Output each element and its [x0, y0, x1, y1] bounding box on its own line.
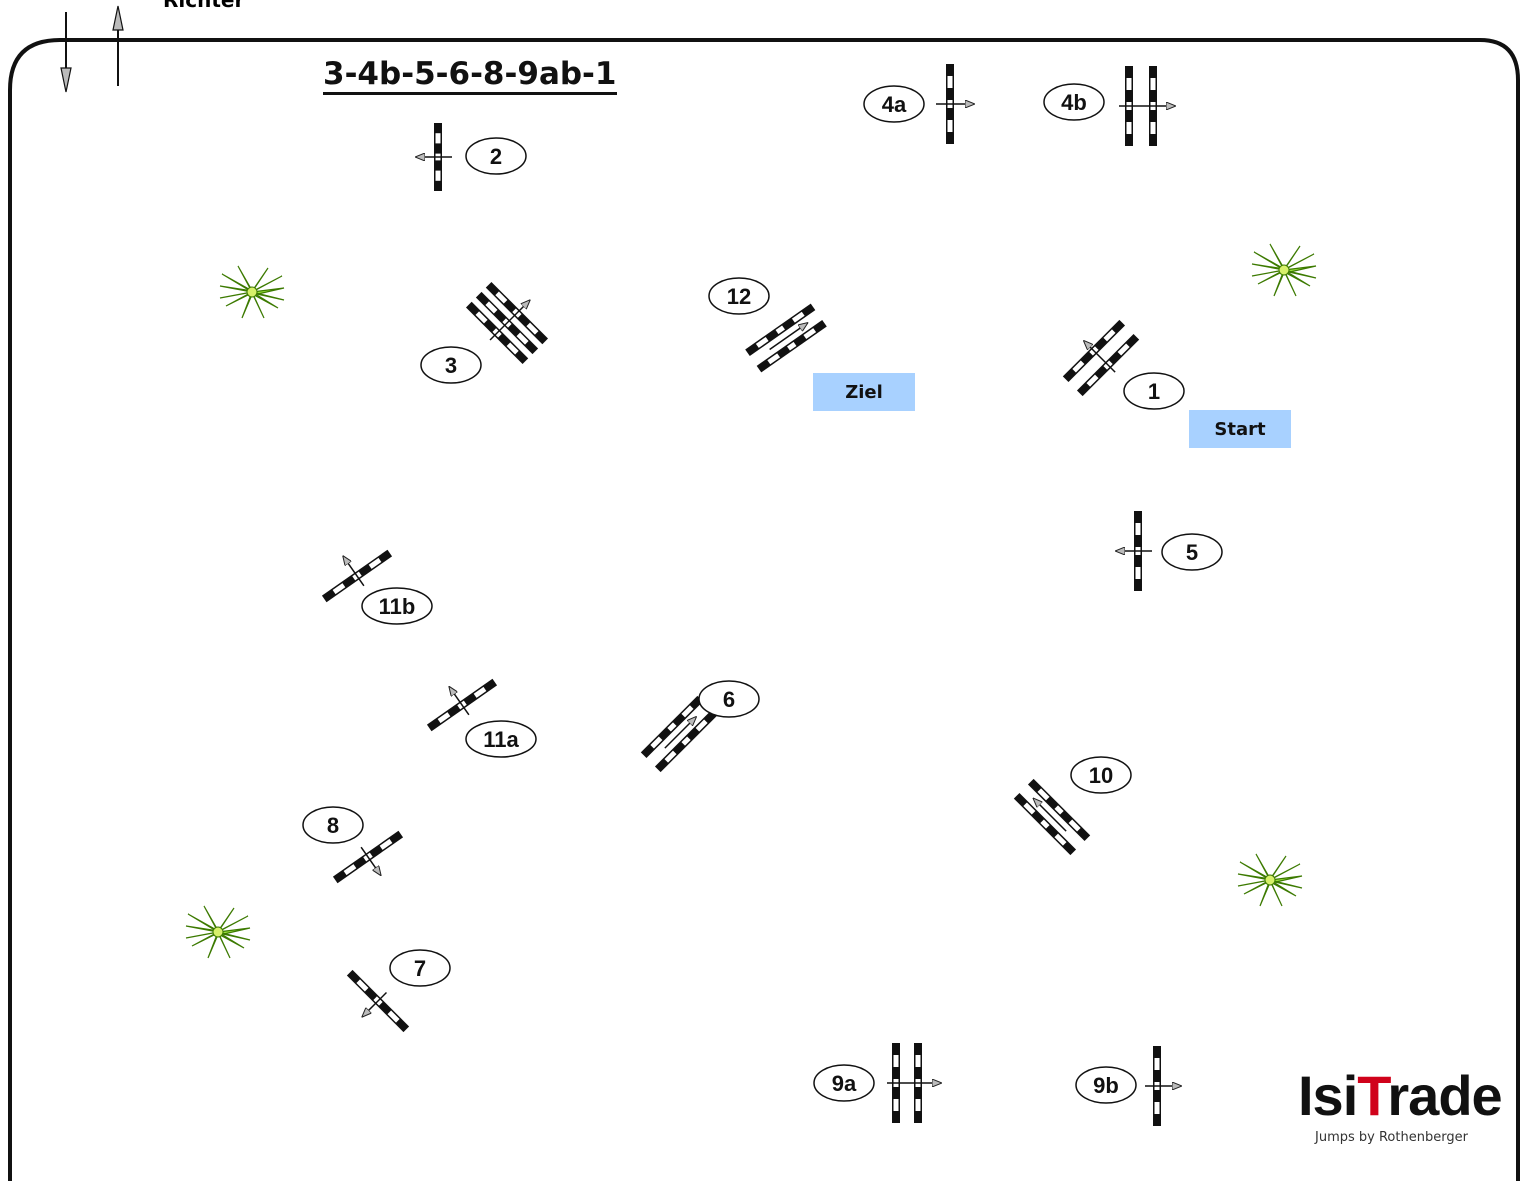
obstacle-9b-icon [1145, 1046, 1181, 1126]
svg-text:12: 12 [727, 284, 751, 309]
obstacle-label-5: 5 [1161, 533, 1223, 571]
svg-text:4a: 4a [882, 92, 907, 117]
svg-text:11b: 11b [379, 594, 416, 619]
svg-text:10: 10 [1089, 763, 1113, 788]
obstacle-8-icon [332, 830, 404, 884]
obstacle-11a-icon [426, 678, 498, 732]
svg-text:2: 2 [490, 144, 502, 169]
svg-text:3: 3 [445, 353, 457, 378]
brand-tagline: Jumps by Rothenberger [1315, 1130, 1468, 1145]
svg-text:8: 8 [327, 813, 339, 838]
plant-icon [1237, 853, 1303, 907]
obstacle-6-icon [640, 695, 718, 773]
svg-text:11a: 11a [483, 727, 519, 752]
obstacle-label-6: 6 [698, 680, 760, 718]
course-title: 3-4b-5-6-8-9ab-1 [323, 56, 617, 95]
plant-icon [1251, 243, 1317, 297]
obstacle-3-icon [465, 281, 549, 365]
obstacle-5-icon [1116, 511, 1152, 591]
judge-label: Richter [163, 0, 245, 12]
finish-label: Ziel [813, 373, 915, 411]
svg-text:4b: 4b [1061, 90, 1087, 115]
obstacle-label-9b: 9b [1075, 1066, 1137, 1104]
obstacle-2-icon [416, 123, 452, 191]
obstacle-label-1: 1 [1123, 372, 1185, 410]
obstacle-label-7: 7 [389, 949, 451, 987]
obstacle-4a-icon [936, 64, 974, 144]
plant-icon [219, 265, 285, 319]
obstacle-label-11a: 11a [465, 720, 537, 758]
svg-text:5: 5 [1186, 540, 1198, 565]
svg-text:9a: 9a [832, 1071, 857, 1096]
obstacle-4b-icon [1119, 66, 1175, 146]
obstacle-label-9a: 9a [813, 1064, 875, 1102]
obstacle-7-icon [346, 969, 410, 1033]
obstacle-11b-icon [321, 549, 393, 603]
brand-logo: IsiTrade Jumps by Rothenberger [1298, 1066, 1508, 1156]
obstacle-12-icon [745, 303, 827, 373]
obstacle-label-12: 12 [708, 277, 770, 315]
entrance-arrow-icon [60, 5, 124, 93]
arena-border [8, 38, 1520, 1181]
obstacle-label-10: 10 [1070, 756, 1132, 794]
obstacle-label-4b: 4b [1043, 83, 1105, 121]
obstacle-10-icon [1013, 778, 1091, 856]
obstacle-label-11b: 11b [361, 587, 433, 625]
svg-text:6: 6 [723, 687, 735, 712]
obstacle-label-2: 2 [465, 137, 527, 175]
svg-text:9b: 9b [1093, 1073, 1119, 1098]
obstacle-9a-icon [887, 1043, 941, 1123]
brand-wordmark: IsiTrade [1298, 1064, 1503, 1127]
plant-icon [185, 905, 251, 959]
svg-text:7: 7 [414, 956, 426, 981]
svg-text:1: 1 [1148, 379, 1160, 404]
obstacle-label-4a: 4a [863, 85, 925, 123]
obstacle-1-icon [1062, 319, 1140, 397]
start-label: Start [1189, 410, 1291, 448]
obstacle-label-3: 3 [420, 346, 482, 384]
obstacle-label-8: 8 [302, 806, 364, 844]
